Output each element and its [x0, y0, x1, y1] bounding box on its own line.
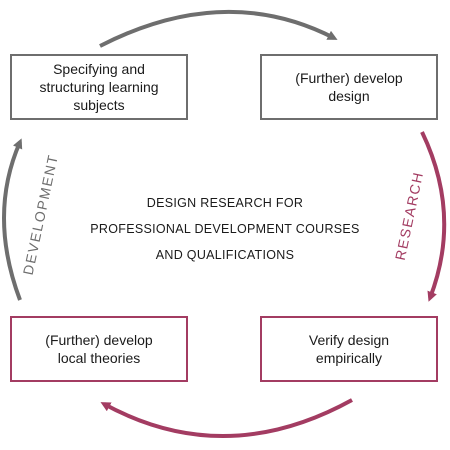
verify-design-box: Verify design empirically [260, 316, 438, 382]
bottom-arrow [100, 398, 353, 438]
left-arrow [2, 138, 23, 301]
develop-local-theories-box: (Further) develop local theories [10, 316, 188, 382]
right-arrow [420, 131, 447, 302]
develop-design-box: (Further) develop design [260, 54, 438, 120]
top-arrow [99, 9, 338, 48]
center-title: DESIGN RESEARCH FOR PROFESSIONAL DEVELOP… [90, 196, 360, 262]
specify-structure-box: Specifying and structuring learning subj… [10, 54, 188, 120]
